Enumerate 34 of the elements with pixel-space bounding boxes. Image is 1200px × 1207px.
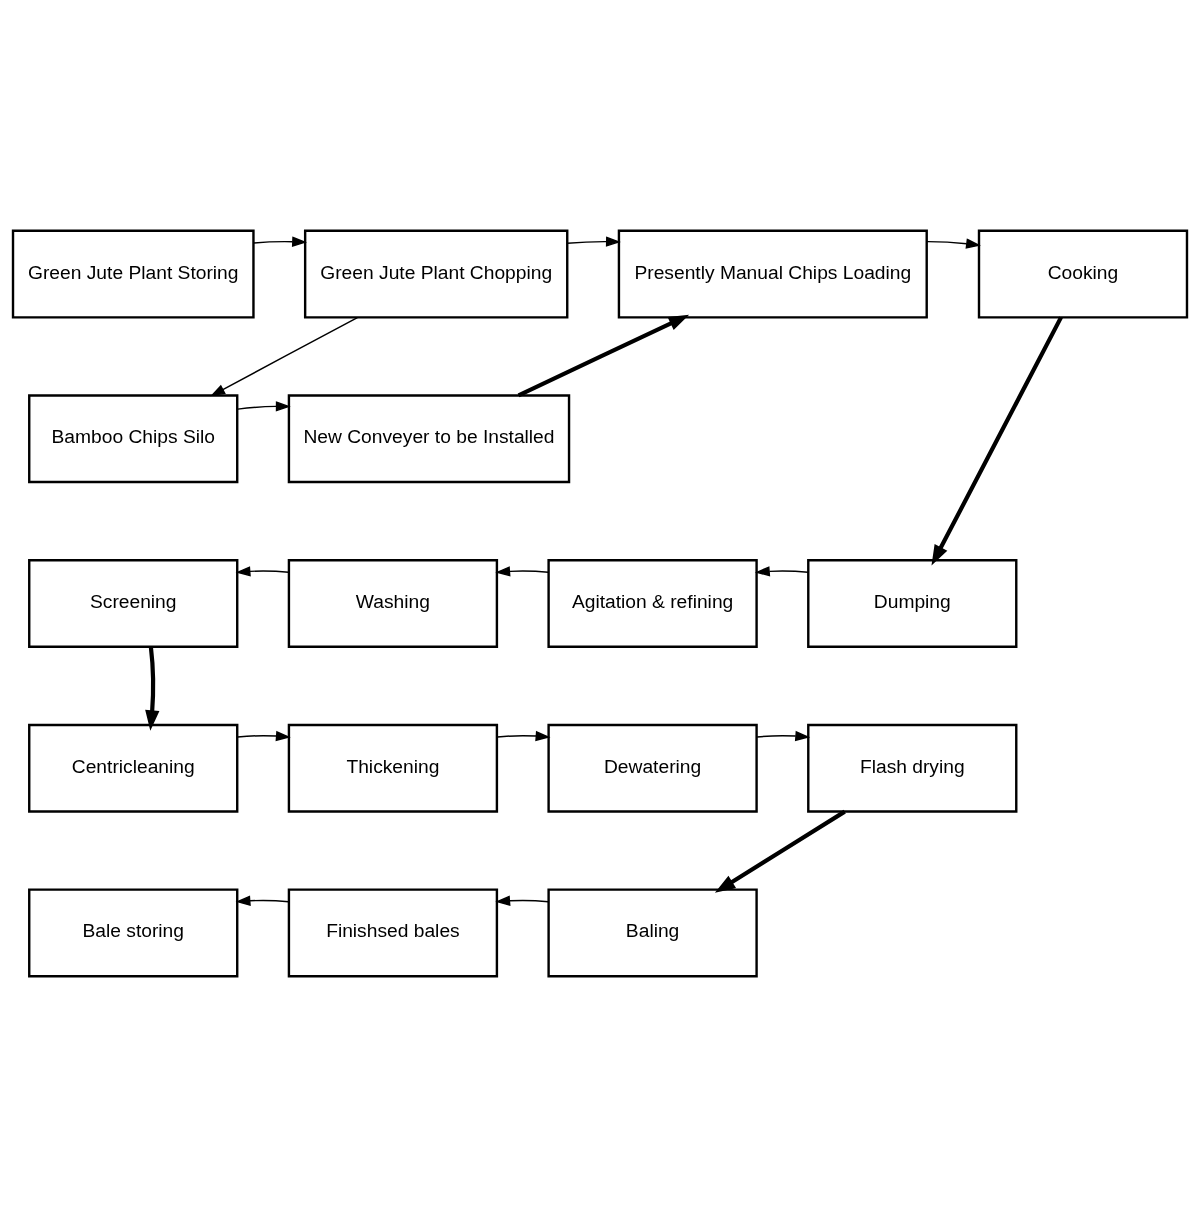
node-box: Dewatering xyxy=(547,723,758,813)
arrow xyxy=(253,236,308,247)
arrow xyxy=(237,730,291,742)
arrow xyxy=(496,730,551,742)
node-box: Finishsed bales xyxy=(287,888,499,978)
node-box: Baling xyxy=(547,888,758,978)
node-box: Bale storing xyxy=(28,888,239,978)
node-box: Dumping xyxy=(807,559,1018,648)
node-box: Green Jute Plant Storing xyxy=(11,229,255,319)
node-box: Agitation & refining xyxy=(547,559,758,648)
node-box: Presently Manual Chips Loading xyxy=(617,229,928,319)
arrow xyxy=(145,646,160,731)
arrow xyxy=(566,236,621,247)
node-box: New Conveyer to be Installed xyxy=(287,394,571,484)
arrow xyxy=(754,566,809,577)
arrow xyxy=(517,314,690,398)
node-box: Washing xyxy=(287,559,499,648)
node-box: Cooking xyxy=(977,229,1189,319)
node-box: Flash drying xyxy=(807,723,1018,813)
arrow xyxy=(926,238,981,249)
arrow xyxy=(237,401,291,412)
node-box: Thickening xyxy=(287,723,499,813)
arrow xyxy=(756,730,811,742)
arrow xyxy=(235,566,290,577)
arrow xyxy=(714,809,846,893)
node-box: Green Jute Plant Chopping xyxy=(303,229,569,319)
arrow xyxy=(210,316,359,397)
arrow xyxy=(495,566,550,577)
arrow xyxy=(931,316,1063,566)
node-box: Centricleaning xyxy=(28,723,239,813)
node-box: Screening xyxy=(28,559,239,648)
arrow xyxy=(495,895,550,906)
node-box: Bamboo Chips Silo xyxy=(28,394,239,484)
arrow xyxy=(235,895,290,906)
